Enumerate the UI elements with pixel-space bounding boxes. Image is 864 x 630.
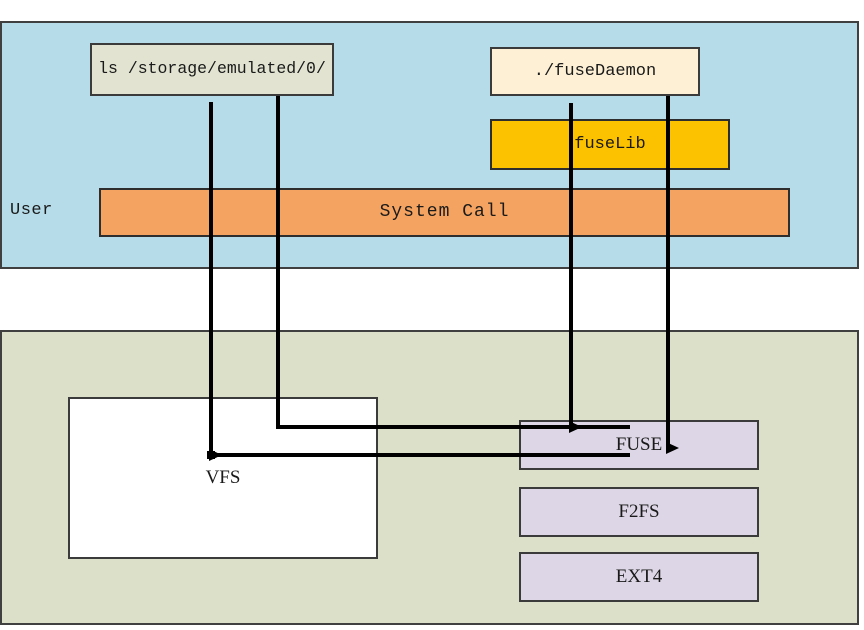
node-fuse[interactable]: FUSE: [519, 420, 759, 470]
node-system-call[interactable]: System Call: [99, 188, 790, 237]
node-f2fs[interactable]: F2FS: [519, 487, 759, 537]
node-vfs[interactable]: VFS: [68, 397, 378, 559]
node-fuse-lib[interactable]: fuseLib: [490, 119, 730, 170]
node-fuse-daemon[interactable]: ./fuseDaemon: [490, 47, 700, 96]
node-ext4[interactable]: EXT4: [519, 552, 759, 602]
node-ls-command[interactable]: ls /storage/emulated/0/: [90, 43, 334, 96]
user-space-label: User: [10, 201, 53, 220]
